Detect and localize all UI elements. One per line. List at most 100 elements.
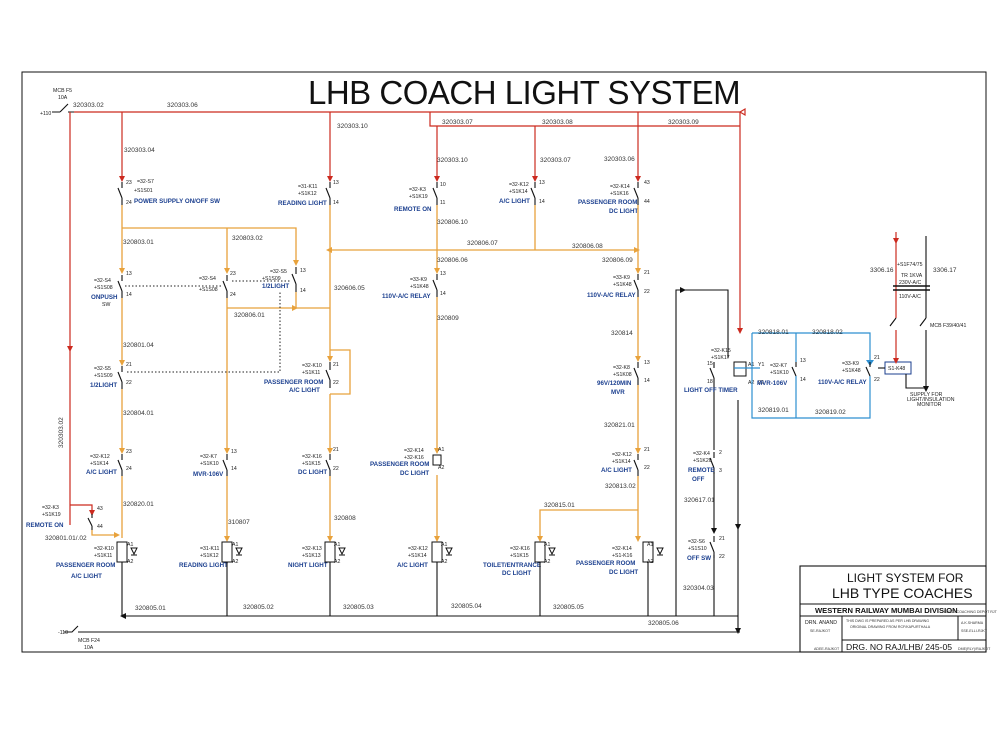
switch-passenger-ac: 21 22 =32-K10 +S1K11 PASSENGER ROOM A/C … bbox=[264, 349, 351, 395]
mcb-f5-name: MCB F5 bbox=[53, 88, 72, 94]
svg-text:A1: A1 bbox=[441, 542, 447, 548]
wire-320805-06: 320805.06 bbox=[648, 620, 679, 627]
svg-text:=32-K16: =32-K16 bbox=[510, 546, 530, 552]
label-ac-light-3: A/C LIGHT bbox=[86, 469, 117, 476]
transformer-fuse: +S1F74/75 bbox=[897, 262, 923, 268]
wire-320303-04: 320303.04 bbox=[124, 147, 155, 154]
svg-text:+S1S09: +S1S09 bbox=[262, 276, 281, 282]
arrow-icon bbox=[434, 176, 440, 182]
svg-text:A2: A2 bbox=[544, 559, 550, 565]
svg-text:=32-K15: =32-K15 bbox=[711, 348, 731, 354]
switch-mvr-106v-b: 13 14 =32-K7 +S1K10 MVR-106V bbox=[757, 358, 806, 387]
wire-320805-05: 320805.05 bbox=[553, 604, 584, 611]
arrow-icon bbox=[434, 448, 440, 454]
svg-text:23: 23 bbox=[230, 271, 236, 277]
wire-320818-02: 320818.02 bbox=[812, 329, 843, 336]
svg-text:+S1K48: +S1K48 bbox=[613, 282, 632, 288]
label-sw: SW bbox=[102, 302, 110, 308]
svg-text:21: 21 bbox=[333, 447, 339, 453]
svg-text:=32-S5: =32-S5 bbox=[94, 366, 111, 372]
wire-320801-04: 320801.04 bbox=[123, 342, 154, 349]
label-dc-light: DC LIGHT bbox=[609, 208, 638, 215]
svg-text:24: 24 bbox=[126, 200, 132, 206]
svg-text:14: 14 bbox=[440, 291, 446, 297]
arrow-icon bbox=[120, 613, 126, 619]
svg-text:14: 14 bbox=[800, 377, 806, 383]
svg-text:READING LIGHT: READING LIGHT bbox=[179, 562, 228, 569]
arrow-icon bbox=[893, 358, 899, 364]
switch-contact-icon bbox=[633, 362, 639, 385]
arrow-icon bbox=[67, 346, 73, 352]
coil-ac-light: A1 A2 =32-K12 +S1K14 A/C LIGHT bbox=[397, 541, 453, 569]
switch-contact-icon bbox=[222, 454, 228, 476]
svg-text:3: 3 bbox=[719, 468, 722, 474]
mcb-f5-supply: +110 bbox=[40, 111, 51, 117]
svg-text:=32-K16: =32-K16 bbox=[302, 454, 322, 460]
coil-passenger-dc: A1 A2 =32-K14 +S1-K16 PASSENGER ROOM DC … bbox=[576, 541, 664, 576]
svg-text:=32-K8: =32-K8 bbox=[613, 365, 630, 371]
switch-contact-icon bbox=[432, 274, 438, 297]
switch-contact-icon bbox=[709, 536, 715, 558]
svg-text:+32-K16: +32-K16 bbox=[404, 455, 424, 461]
label-remote-on-2: REMOTE ON bbox=[26, 522, 64, 529]
wire-320821-01: 320821.01 bbox=[604, 422, 635, 429]
wire-320303-07: 320303.07 bbox=[442, 119, 473, 126]
svg-text:+S1K14: +S1K14 bbox=[509, 189, 528, 195]
label-96v-120min: 96V/120MIN bbox=[597, 380, 632, 387]
arrow-icon bbox=[434, 536, 440, 542]
svg-text:Y1: Y1 bbox=[758, 362, 764, 368]
svg-text:13: 13 bbox=[126, 271, 132, 277]
diode-icon bbox=[338, 547, 346, 556]
svg-text:13: 13 bbox=[800, 358, 806, 364]
arrow-icon bbox=[680, 287, 686, 293]
wire-320804-01: 320804.01 bbox=[123, 410, 154, 417]
label-light-off-timer: LIGHT OFF TIMER bbox=[684, 387, 738, 394]
arrow-icon bbox=[634, 247, 640, 253]
mcb-side-contact-icon bbox=[889, 317, 927, 327]
arrow-icon bbox=[635, 176, 641, 182]
svg-text:=31-K11: =31-K11 bbox=[298, 184, 317, 190]
label-ac-light: A/C LIGHT bbox=[499, 198, 530, 205]
switch-110v-relay-a: 13 14 =33-K9 +S1K48 110V-A/C RELAY bbox=[382, 271, 446, 300]
svg-text:TOILET/ENTRANCE: TOILET/ENTRANCE bbox=[483, 562, 541, 569]
wire-3306-16: 3306.16 bbox=[870, 267, 894, 274]
return-drops bbox=[226, 562, 649, 616]
svg-text:=32-S4: =32-S4 bbox=[199, 276, 216, 282]
label-remote-on: REMOTE ON bbox=[394, 206, 432, 213]
supply-monitor-line3: MONITOR bbox=[917, 402, 942, 408]
svg-text:=32-K7: =32-K7 bbox=[770, 363, 787, 369]
svg-text:+S1S09: +S1S09 bbox=[94, 373, 113, 379]
switch-power-supply: 23 24 =32-S7 +S1S01 POWER SUPPLY ON/OFF … bbox=[117, 179, 220, 206]
svg-text:+S1K12: +S1K12 bbox=[200, 553, 219, 559]
svg-text:=32-K10: =32-K10 bbox=[94, 546, 114, 552]
wire-320303-07b: 320303.07 bbox=[540, 157, 571, 164]
arrow-icon bbox=[893, 238, 899, 244]
wire-orange-22 bbox=[539, 476, 639, 538]
switch-contact-icon bbox=[117, 454, 123, 476]
svg-text:21: 21 bbox=[333, 362, 339, 368]
svg-text:=33-K9: =33-K9 bbox=[842, 361, 859, 367]
switch-ac-light: 13 14 =32-K12 +S1K14 A/C LIGHT bbox=[499, 180, 545, 205]
diode-icon bbox=[656, 547, 664, 556]
mcb-f24: -110 MCB F24 10A bbox=[58, 625, 740, 651]
svg-text:11: 11 bbox=[440, 200, 445, 206]
switch-110v-relay-c: 21 22 =33-K9 +S1K48 110V-A/C RELAY bbox=[818, 355, 880, 386]
svg-text:+S1S01: +S1S01 bbox=[134, 188, 153, 194]
switch-off-sw: 21 22 =32-S6 +S1S10 OFF SW bbox=[687, 536, 725, 562]
svg-text:A2: A2 bbox=[334, 559, 340, 565]
mcb-side-label: MCB F39/40/41 bbox=[930, 323, 966, 329]
wire-orange-bypass bbox=[330, 349, 351, 395]
supply-monitor-line2: LIGHT/INSULATION bbox=[907, 397, 955, 403]
svg-text:13: 13 bbox=[300, 268, 306, 274]
svg-text:=32-S6: =32-S6 bbox=[688, 539, 705, 545]
svg-text:21: 21 bbox=[126, 362, 132, 368]
svg-text:14: 14 bbox=[539, 199, 545, 205]
wire-orange-remote bbox=[91, 530, 116, 536]
wire-320819-01: 320819.01 bbox=[758, 407, 789, 414]
wire-320303-08: 320303.08 bbox=[542, 119, 573, 126]
svg-text:44: 44 bbox=[644, 199, 650, 205]
switch-contact-icon bbox=[291, 267, 297, 292]
coil-icon bbox=[116, 541, 128, 563]
switch-contact-icon bbox=[432, 182, 438, 205]
svg-text:43: 43 bbox=[644, 180, 650, 186]
